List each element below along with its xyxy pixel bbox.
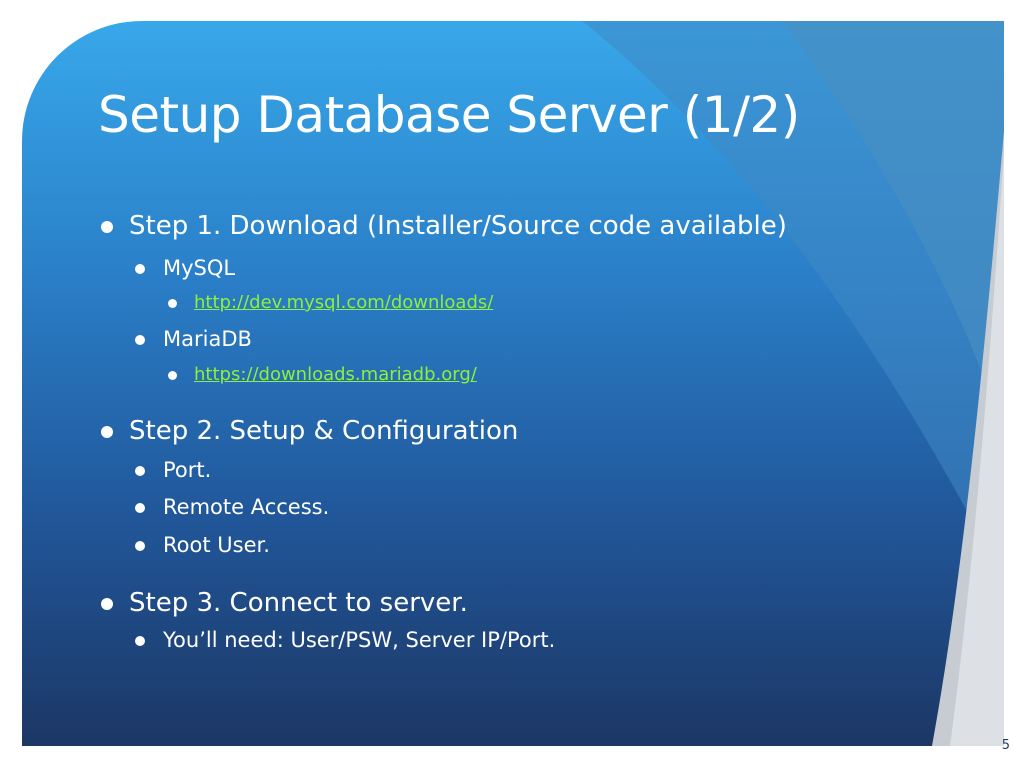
slide-background-panel: Setup Database Server (1/2) Step 1. Down… xyxy=(22,21,1004,746)
bullet-mariadb: MariaDB xyxy=(135,327,252,351)
mariadb-download-link[interactable]: https://downloads.mariadb.org/ xyxy=(194,364,477,385)
bullet-text: Root User. xyxy=(163,533,270,557)
bullet-port: Port. xyxy=(135,458,212,482)
bullet-dot-icon xyxy=(135,541,145,551)
bullet-text: Step 1. Download (Installer/Source code … xyxy=(129,211,787,241)
bullet-step-3: Step 3. Connect to server. xyxy=(101,588,468,618)
bullet-text: Step 3. Connect to server. xyxy=(129,588,468,618)
bullet-dot-icon xyxy=(135,503,145,513)
bullet-dot-icon xyxy=(101,221,113,233)
bullet-text: MySQL xyxy=(163,256,236,280)
bullet-step-2: Step 2. Setup & Configuration xyxy=(101,416,519,446)
bullet-dot-icon xyxy=(168,371,177,380)
bullet-text: You’ll need: User/PSW, Server IP/Port. xyxy=(163,628,556,652)
bullet-dot-icon xyxy=(135,264,145,274)
bullet-mariadb-link[interactable]: https://downloads.mariadb.org/ xyxy=(168,364,477,385)
bullet-text: Remote Access. xyxy=(163,495,330,519)
bullet-youll-need: You’ll need: User/PSW, Server IP/Port. xyxy=(135,628,556,652)
mysql-download-link[interactable]: http://dev.mysql.com/downloads/ xyxy=(194,292,494,313)
bullet-dot-icon xyxy=(101,598,113,610)
bullet-step-1: Step 1. Download (Installer/Source code … xyxy=(101,211,787,241)
bullet-dot-icon xyxy=(135,466,145,476)
decorative-swoosh xyxy=(582,21,1004,746)
bullet-text: Step 2. Setup & Configuration xyxy=(129,416,519,446)
slide-title: Setup Database Server (1/2) xyxy=(98,86,800,144)
bullet-mysql-link[interactable]: http://dev.mysql.com/downloads/ xyxy=(168,292,494,313)
bullet-remote-access: Remote Access. xyxy=(135,495,330,519)
bullet-text: Port. xyxy=(163,458,212,482)
bullet-mysql: MySQL xyxy=(135,256,236,280)
bullet-dot-icon xyxy=(101,426,113,438)
page-number: 5 xyxy=(1001,738,1010,753)
bullet-dot-icon xyxy=(135,335,145,345)
bullet-dot-icon xyxy=(135,636,145,646)
bullet-dot-icon xyxy=(168,299,177,308)
bullet-text: MariaDB xyxy=(163,327,252,351)
bullet-root-user: Root User. xyxy=(135,533,270,557)
